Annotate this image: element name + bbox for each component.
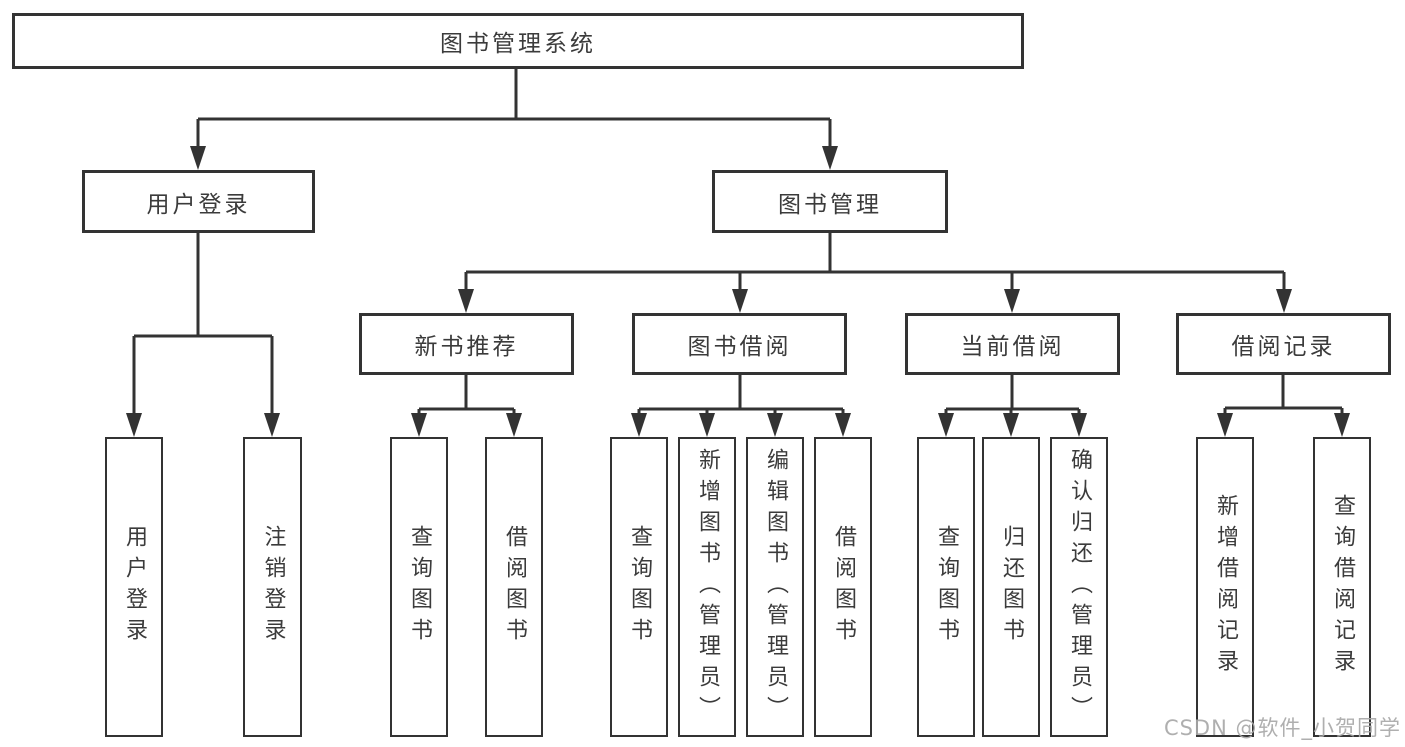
watermark: CSDN @软件_小贺同学 [1163,716,1401,740]
leaf-borrow-books: 借阅图书 [814,437,872,737]
leaf-recommend-query-books-label: 查询图书 [407,525,432,649]
leaf-recommend-borrow-books: 借阅图书 [485,437,543,737]
node-book-management-label: 图书管理 [778,191,882,218]
leaf-edit-book-admin: 编辑图书（管理员） [746,437,804,737]
leaf-return-book: 归还图书 [982,437,1040,737]
node-borrow-records: 借阅记录 [1176,313,1391,375]
leaf-query-borrow-record-label: 查询借阅记录 [1330,494,1355,680]
node-borrow-records-label: 借阅记录 [1231,334,1336,360]
leaf-borrow-query-books-label: 查询图书 [627,525,652,649]
leaf-confirm-return-admin-label: 确认归还（管理员） [1067,447,1092,727]
leaf-current-query-books-label: 查询图书 [934,525,959,649]
leaf-edit-book-admin-label: 编辑图书（管理员） [763,447,788,727]
leaf-recommend-borrow-books-label: 借阅图书 [502,525,527,649]
leaf-current-query-books: 查询图书 [917,437,975,737]
leaf-confirm-return-admin: 确认归还（管理员） [1050,437,1108,737]
node-current-borrow: 当前借阅 [905,313,1120,375]
leaf-return-book-label: 归还图书 [999,525,1024,649]
node-book-borrow: 图书借阅 [632,313,847,375]
node-user-login-label: 用户登录 [146,191,251,218]
leaf-add-book-admin-label: 新增图书（管理员） [695,447,720,727]
node-user-login: 用户登录 [82,170,315,233]
leaf-add-book-admin: 新增图书（管理员） [678,437,736,737]
leaf-query-borrow-record: 查询借阅记录 [1313,437,1371,737]
leaf-user-login: 用户登录 [105,437,163,737]
leaf-logout: 注销登录 [243,437,302,737]
leaf-add-borrow-record: 新增借阅记录 [1196,437,1254,737]
node-new-book-recommend: 新书推荐 [359,313,574,375]
leaf-borrow-books-label: 借阅图书 [831,525,856,649]
node-book-management: 图书管理 [712,170,948,233]
node-book-borrow-label: 图书借阅 [687,334,792,360]
leaf-recommend-query-books: 查询图书 [390,437,448,737]
leaf-logout-label: 注销登录 [260,525,286,649]
leaf-user-login-label: 用户登录 [122,525,147,649]
node-new-book-recommend-label: 新书推荐 [414,334,519,360]
node-library-system: 图书管理系统 [12,13,1024,69]
node-library-system-label: 图书管理系统 [440,31,596,57]
leaf-add-borrow-record-label: 新增借阅记录 [1213,494,1238,680]
node-current-borrow-label: 当前借阅 [960,334,1065,360]
leaf-borrow-query-books: 查询图书 [610,437,668,737]
